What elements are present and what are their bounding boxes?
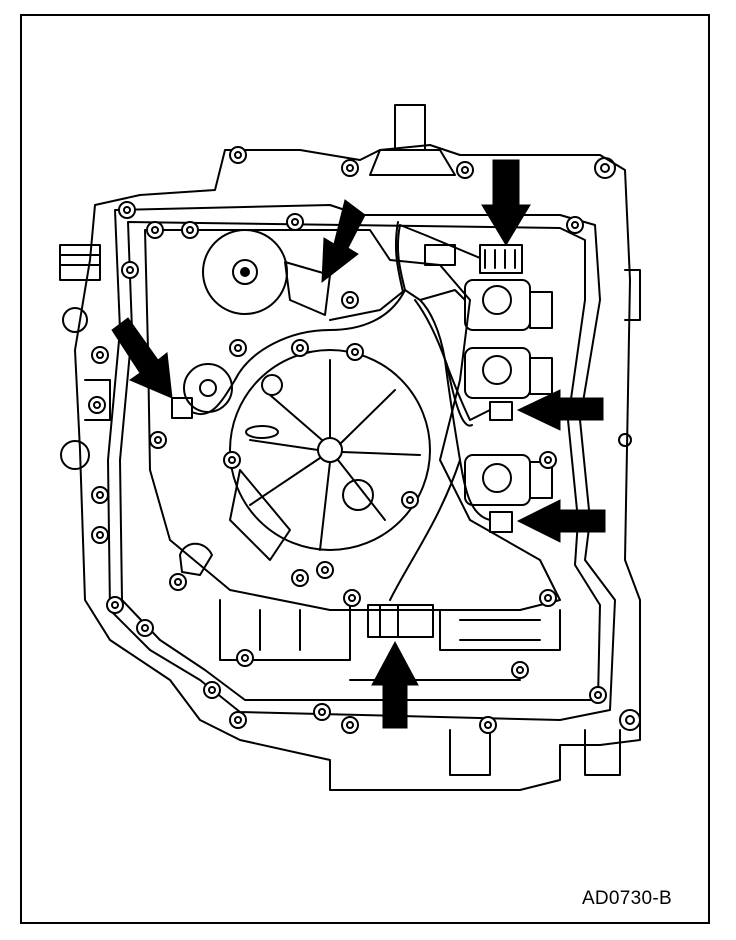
tcc-solenoid-center [232,259,258,285]
valve-body-plate [144,229,561,611]
tcc-solenoid-connector [284,261,331,316]
pump-hub [317,437,343,463]
lower-right-connector [489,511,513,533]
wire-harness [191,224,491,601]
bolt-stub [394,104,426,151]
arrow-turbine-sensor [321,199,366,284]
figure-id-label: AD0730-B [581,888,672,909]
solenoid-3 [464,454,531,506]
arrow-left-sensor [111,317,173,399]
pump-spokes [249,359,421,551]
bolts [88,146,607,734]
arrow-top-connector [481,159,531,246]
pump-housing [229,349,431,551]
top-boss [369,149,456,176]
bottom-connector [367,604,434,638]
arrow-upper-right-connector [516,389,604,431]
upper-right-connector [489,401,513,421]
solenoid-1 [464,279,531,331]
arrow-bottom-connector [371,640,419,729]
case-outline [74,144,641,791]
arrow-lower-right-connector [516,499,606,543]
left-sensor-connector [171,397,193,419]
lower-channels [219,599,561,681]
gasket-inner-line [119,221,601,701]
